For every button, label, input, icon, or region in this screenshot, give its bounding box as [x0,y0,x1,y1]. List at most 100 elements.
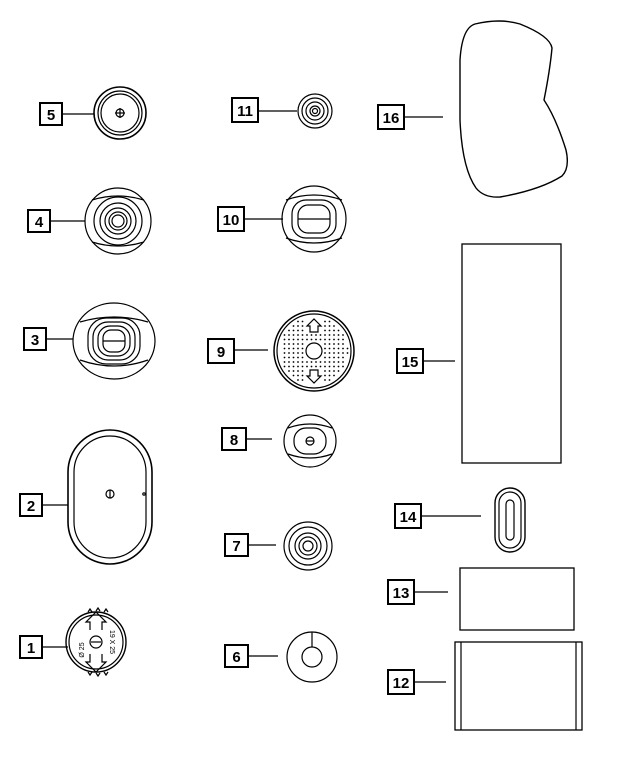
perforation-dot [288,352,290,354]
perforation-dot [337,352,340,354]
callout-9: 9 [207,338,268,364]
perforation-dot [337,329,340,332]
callout-7: 7 [224,533,276,557]
svg-text:12: 12 [393,675,410,692]
perforation-dot [297,334,299,336]
part-7-plug[interactable] [283,521,333,571]
part-6-plug[interactable] [286,631,338,683]
perforation-dot [292,329,295,332]
perforation-dot [292,352,295,354]
perforation-dot [324,374,326,377]
perforation-dot [310,365,313,368]
perforation-dot [310,334,313,336]
perforation-dot [297,374,299,377]
perforation-dot [288,361,290,363]
perforation-dot [342,352,344,354]
perforation-dot [328,320,331,323]
svg-text:16: 16 [383,110,400,127]
perforation-dot [337,356,340,359]
perforation-dot [315,338,317,341]
perforation-dot [333,334,335,336]
callout-15: 15 [396,348,455,374]
part-16-patch[interactable] [459,20,569,198]
perforation-dot [301,334,304,336]
perforation-dot [292,343,295,345]
perforation-dot [292,325,295,327]
perforation-dot [342,356,344,359]
perforation-dot [301,343,304,345]
perforation-dot [346,352,349,354]
part-5-plug[interactable] [93,86,147,140]
perforation-dot [328,379,331,381]
perforation-dot [283,343,286,345]
perforation-dot [301,379,304,381]
perforation-dot [337,361,340,363]
part-13-patch[interactable] [459,567,575,631]
perforation-dot [337,370,340,372]
perforation-dot [346,347,349,350]
perforation-dot [288,338,290,341]
perforation-dot [337,338,340,341]
perforation-dot [333,329,335,332]
svg-text:2: 2 [27,498,35,515]
part-15-patch[interactable] [461,243,562,464]
perforation-dot [328,329,331,332]
perforation-dot [324,338,326,341]
perforation-dot [301,356,304,359]
part-14-slot-plug[interactable] [494,487,526,553]
part-10-plug[interactable] [281,185,347,253]
perforation-dot [292,365,295,368]
part-2-oval-plug[interactable] [67,429,153,565]
perforation-dot [283,334,286,336]
perforation-dot [324,370,326,372]
perforation-dot [328,352,331,354]
perforation-dot [324,356,326,359]
callout-8: 8 [221,427,272,451]
svg-text:3: 3 [31,332,39,349]
perforation-dot [292,356,295,359]
perforation-dot [324,334,326,336]
perforation-dot [306,338,308,341]
part-11-plug[interactable] [297,93,333,129]
perforation-dot [333,352,335,354]
svg-text:11: 11 [237,103,253,120]
perforation-dot [324,379,326,381]
svg-text:14: 14 [400,509,417,526]
perforation-dot [297,320,299,323]
perforation-dot [301,320,304,323]
perforation-dot [292,361,295,363]
part-8-plug[interactable] [283,414,337,468]
svg-text:6: 6 [232,649,240,666]
perforation-dot [292,334,295,336]
svg-text:8: 8 [230,432,238,449]
perforation-dot [342,365,344,368]
part-1-marked-plug[interactable]: Ø 25 19 X 25 [65,606,127,678]
perforation-dot [315,361,317,363]
perforation-dot [324,361,326,363]
perforation-dot [324,352,326,354]
part-12-patch[interactable] [454,641,583,731]
part-9-perforated-disc[interactable] [273,310,355,392]
callout-14: 14 [394,503,481,529]
perforation-dot [328,347,331,350]
perforation-dot [333,374,335,377]
perforation-dot [333,370,335,372]
perforation-dot [328,365,331,368]
part-4-plug[interactable] [84,187,152,255]
perforation-dot [333,356,335,359]
perforation-dot [301,365,304,368]
perforation-dot [283,338,286,341]
callout-12: 12 [387,669,446,695]
part-3-plug[interactable] [72,302,156,380]
callout-4: 4 [27,209,85,233]
perforation-dot [337,343,340,345]
perforation-dot [297,370,299,372]
callout-5: 5 [39,102,94,126]
callout-16: 16 [377,104,443,130]
svg-text:10: 10 [223,212,240,229]
perforation-dot [324,320,326,323]
perforation-dot [301,325,304,327]
perforation-dot [297,352,299,354]
perforation-dot [337,347,340,350]
perforation-dot [333,325,335,327]
